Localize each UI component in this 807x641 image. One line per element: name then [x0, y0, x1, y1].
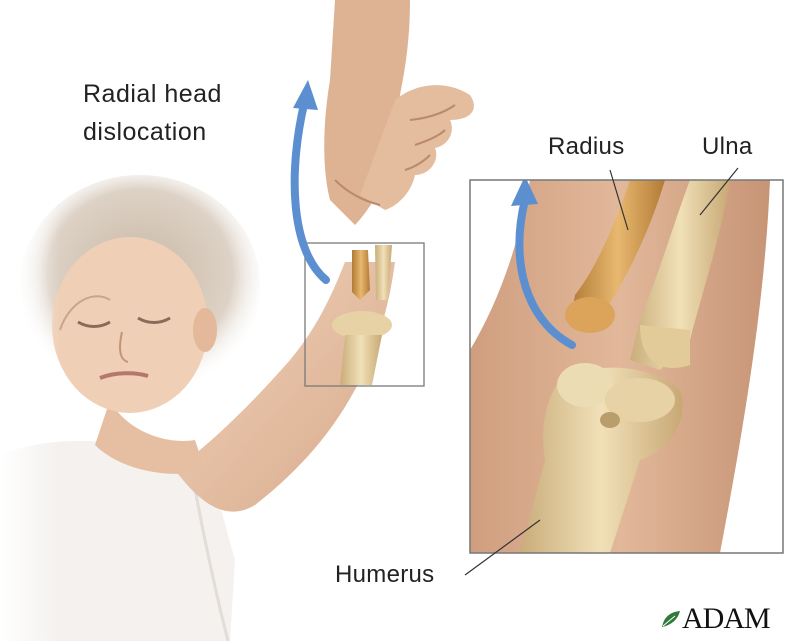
title-line-1: Radial head — [83, 82, 222, 107]
adult-hand — [324, 0, 474, 225]
title-line-2: dislocation — [83, 120, 207, 145]
logo-text: ADAM — [682, 602, 770, 636]
rotation-arrow-large — [293, 80, 326, 280]
adam-logo: ADAM — [660, 602, 770, 636]
leaf-icon — [660, 609, 682, 629]
humerus-label: Humerus — [335, 563, 434, 587]
elbow-inset — [470, 176, 783, 553]
radius-label: Radius — [548, 135, 625, 159]
ulna-label: Ulna — [702, 135, 753, 159]
